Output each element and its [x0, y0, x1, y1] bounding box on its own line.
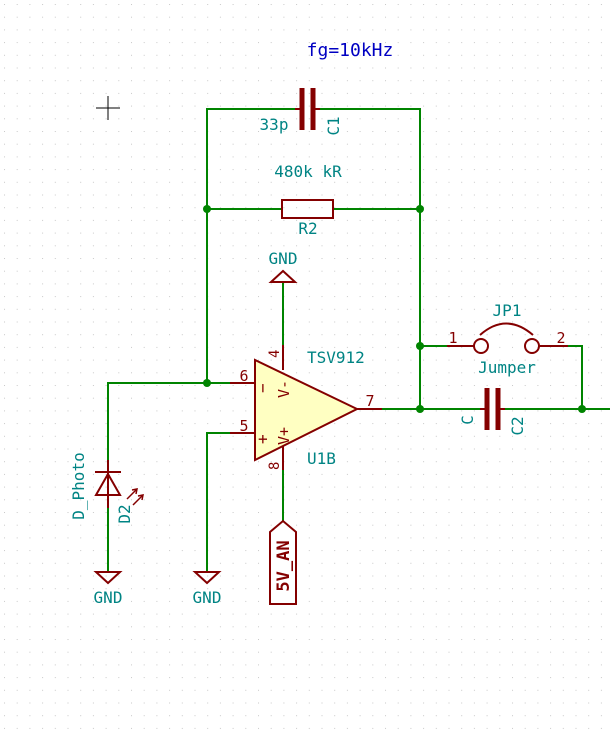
- opamp-value: TSV912: [307, 348, 365, 367]
- jp1-pin-2: 2: [556, 329, 565, 347]
- gnd-symbol-top[interactable]: GND: [268, 249, 298, 283]
- junction-dot: [203, 205, 211, 213]
- gnd-top-label: GND: [269, 249, 298, 268]
- jp1-pin-1: 1: [448, 329, 457, 347]
- photodiode-d2[interactable]: D_Photo D2: [69, 452, 144, 524]
- opamp-minus-sign: −: [253, 383, 272, 393]
- light-arrows-icon: [126, 488, 144, 506]
- opamp-pin-7: 7: [365, 392, 374, 410]
- capacitor-c2[interactable]: C C2: [458, 388, 527, 436]
- opamp-u1b[interactable]: − + V- V+ 4 8 6 5 7 TSV912 U1B: [230, 345, 382, 470]
- wire-right-feedback: [319, 108, 421, 410]
- power-port-5v-an[interactable]: 5V_AN: [269, 519, 297, 605]
- opamp-pin-8: 8: [267, 462, 283, 470]
- junction-dot: [416, 342, 424, 350]
- c1-ref: C1: [324, 116, 343, 135]
- opamp-pin-4: 4: [267, 350, 283, 358]
- annotation-fg: fg=10kHz: [307, 40, 394, 61]
- r2-ref: R2: [298, 219, 317, 238]
- jumper-jp1[interactable]: JP1 Jumper 1 2: [447, 301, 568, 377]
- opamp-ref: U1B: [307, 449, 336, 468]
- junction-dot: [203, 379, 211, 387]
- jp1-ref: JP1: [493, 301, 522, 320]
- c2-value: C: [458, 415, 477, 425]
- gnd-diode-label: GND: [94, 588, 123, 607]
- junction-dot: [416, 405, 424, 413]
- supply-5v-label: 5V_AN: [274, 540, 294, 591]
- resistor-r2[interactable]: 480k kR R2: [274, 162, 342, 238]
- junction-dot: [578, 405, 586, 413]
- opamp-vplus-label: V+: [275, 427, 293, 445]
- wire-left-feedback: [206, 108, 296, 384]
- c2-ref: C2: [508, 416, 527, 435]
- junction-dot: [416, 205, 424, 213]
- junctions: [203, 205, 586, 413]
- c1-value: 33p: [260, 115, 289, 134]
- capacitor-c1[interactable]: 33p C1: [260, 88, 343, 136]
- r2-value: 480k kR: [274, 162, 342, 181]
- opamp-pin-6: 6: [239, 367, 248, 385]
- opamp-vminus-label: V-: [275, 380, 293, 398]
- gnd-symbol-diode[interactable]: GND: [93, 571, 123, 607]
- crosshair-cursor-icon: [96, 96, 120, 120]
- d2-value: D_Photo: [69, 452, 88, 519]
- gnd-symbol-plus[interactable]: GND: [192, 571, 222, 607]
- gnd-plus-label: GND: [193, 588, 222, 607]
- jp1-value: Jumper: [478, 358, 536, 377]
- d2-ref: D2: [115, 504, 134, 523]
- opamp-pin-5: 5: [239, 417, 248, 435]
- opamp-plus-sign: +: [253, 434, 272, 444]
